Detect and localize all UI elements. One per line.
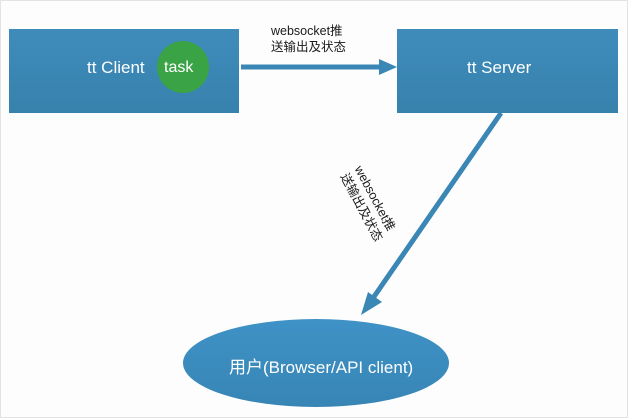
arrow-server-to-user: [361, 111, 504, 315]
server-box: [397, 29, 618, 113]
user-ellipse: [183, 319, 449, 407]
arrow-client-to-server: [241, 59, 397, 75]
task-circle: [157, 41, 209, 93]
